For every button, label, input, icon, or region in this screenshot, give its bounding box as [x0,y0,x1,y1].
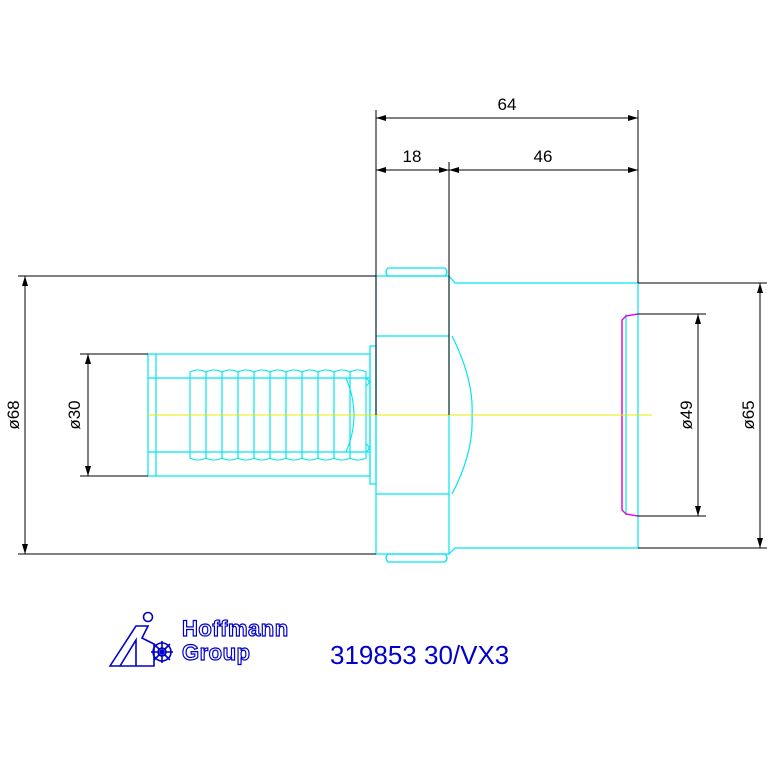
dim-text-68: ø68 [4,400,23,429]
dim-text-49: ø49 [677,400,696,429]
dimension-lines [18,110,767,555]
part-number: 319853 30/VX3 [330,640,510,670]
dim-text-46: 46 [534,147,553,166]
thread-rings [189,369,370,461]
dim-text-65: ø65 [739,400,758,429]
logo-text-line1: Hoffmann [181,616,289,641]
dim-text-64: 64 [498,95,517,114]
flange-groove-top [385,267,448,277]
dim-text-18: 18 [403,147,422,166]
arrowheads [22,115,763,554]
flange-groove-bottom [385,553,448,563]
logo-text-line2: Group [181,640,251,665]
thread-ring [349,369,367,461]
logo-mark-icon [108,611,173,667]
hoffmann-group-logo: Hoffmann Group [106,608,316,672]
dim-text-30: ø30 [65,400,84,429]
